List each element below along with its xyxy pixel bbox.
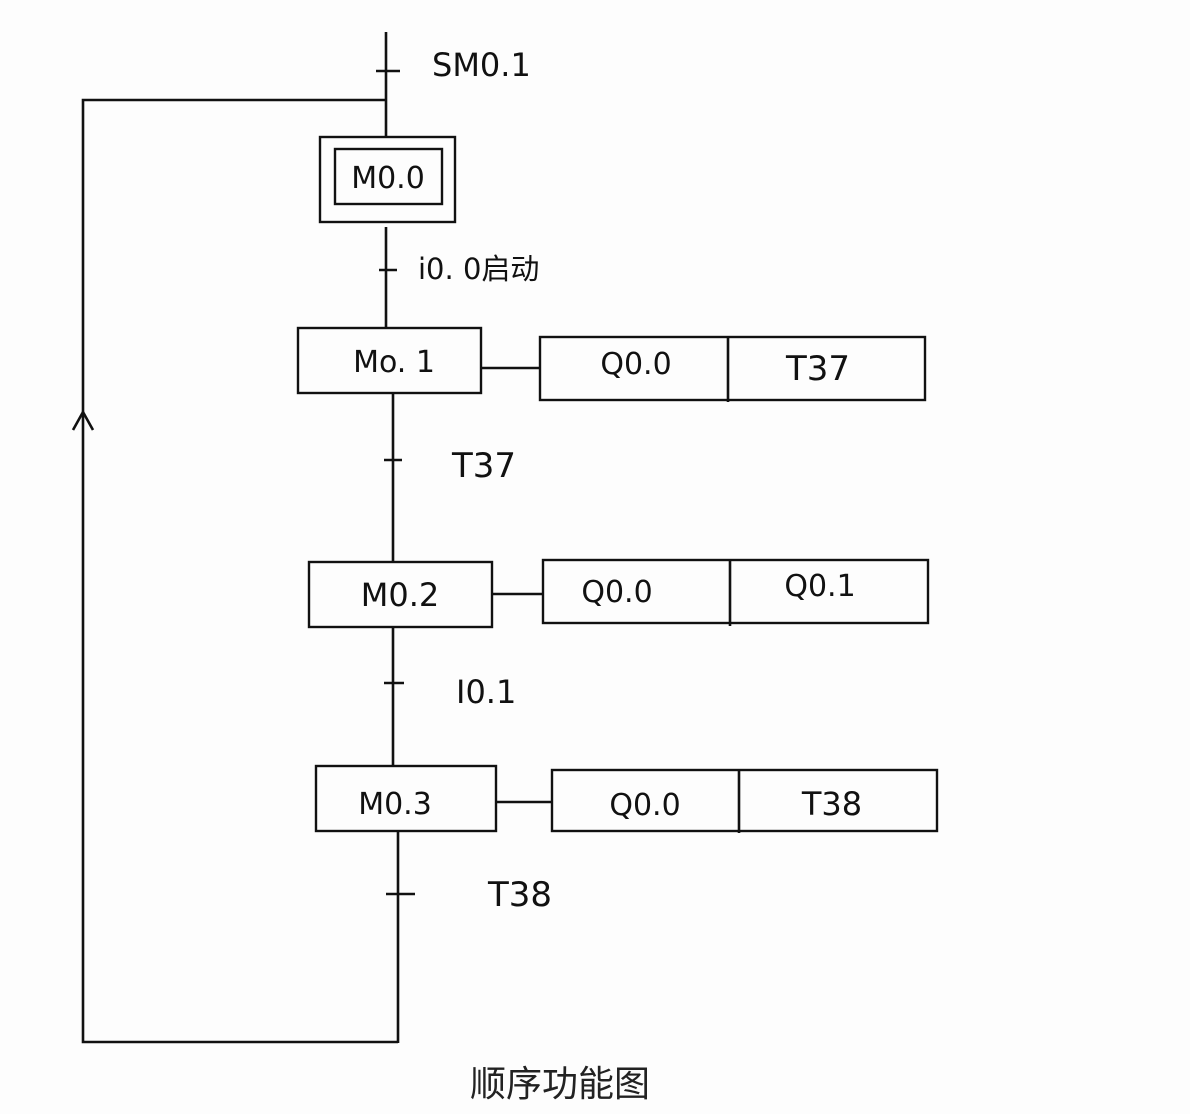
action-m01-t37: T37: [785, 349, 850, 389]
action-m03-t38: T38: [801, 785, 862, 823]
transition-label-sm01: SM0.1: [432, 46, 531, 84]
initial-step-inner-box: [333, 147, 444, 206]
action-block-m03: Q0.0 T38: [550, 768, 939, 833]
loop-arrow-up-icon: [71, 409, 95, 431]
step-label-m02: M0.2: [361, 576, 440, 614]
transition-label-t38: T38: [487, 875, 552, 915]
action-box-m01: [538, 335, 927, 402]
step-box-m03: [314, 764, 498, 833]
action-box-m02: [541, 558, 930, 625]
transition-label-i01: I0.1: [456, 673, 516, 711]
step-box-m01: [296, 326, 483, 395]
initial-step-outer-box: [318, 135, 457, 224]
action-m03-q00: Q0.0: [609, 788, 680, 823]
transition-label-i00: i0. 0启动: [418, 252, 539, 286]
step-label-m03: M0.3: [358, 787, 432, 822]
step-m03[interactable]: M0.3: [314, 764, 498, 833]
transition-label-t37: T37: [451, 446, 516, 486]
step-initial-m00[interactable]: M0.0: [318, 135, 457, 224]
step-label-m01: Mo. 1: [353, 345, 435, 380]
diagram-caption: 顺序功能图: [470, 1064, 650, 1105]
action-m02-q00: Q0.0: [581, 575, 652, 610]
step-m01[interactable]: Mo. 1: [296, 326, 483, 395]
action-block-m02: Q0.0 Q0.1: [541, 558, 930, 626]
step-label-m00: M0.0: [351, 161, 425, 196]
action-box-m03: [550, 768, 939, 833]
loop-back-link: [81, 98, 398, 1044]
action-block-m01: Q0.0 T37: [538, 335, 927, 402]
action-m02-q01: Q0.1: [784, 569, 855, 604]
action-m01-q00: Q0.0: [600, 347, 671, 382]
step-m02[interactable]: M0.2: [307, 560, 494, 629]
